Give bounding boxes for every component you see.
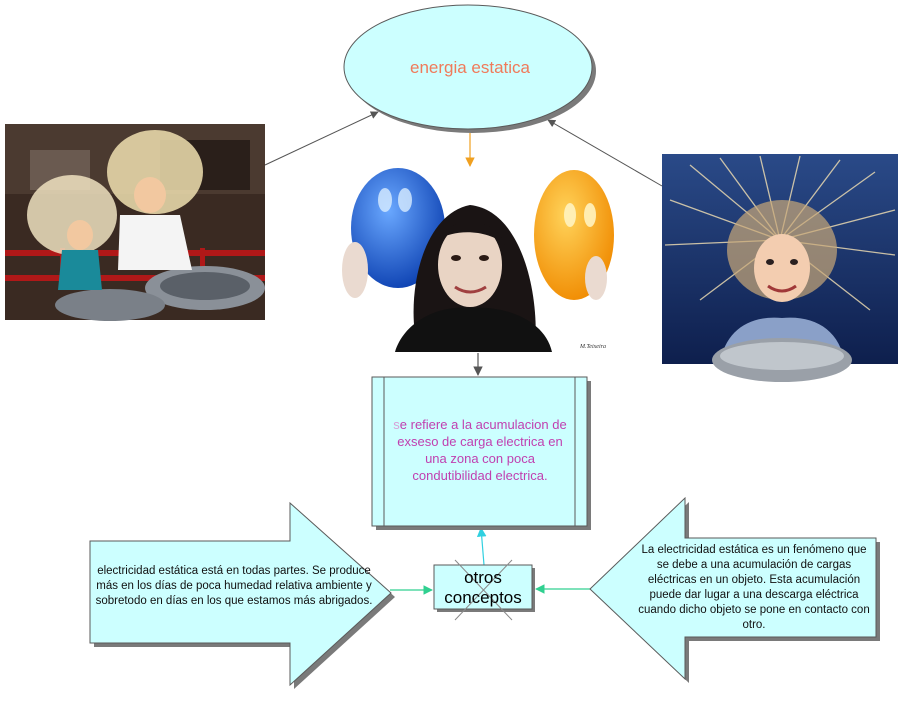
center-node[interactable] bbox=[433, 564, 533, 610]
center-text: otros conceptos bbox=[444, 568, 522, 607]
definition-first-letter: s bbox=[393, 417, 400, 432]
photo-kids-static-hair bbox=[5, 124, 265, 321]
right-arrow-node[interactable] bbox=[589, 496, 877, 681]
title-text: energia estatica bbox=[409, 58, 531, 77]
right-arrow-text: La electricidad estática es un fenómeno … bbox=[638, 544, 870, 631]
center-node-cross-b bbox=[454, 559, 513, 621]
connector-right-photo-to-title bbox=[547, 119, 663, 187]
definition-label: se refiere a la acumulacion de exseso de… bbox=[390, 405, 570, 495]
center-label: otros conceptos bbox=[434, 566, 532, 610]
center-photo-signature: M.Teixeira bbox=[579, 344, 606, 350]
photo-girl-plasma-ball bbox=[662, 154, 898, 382]
right-arrow-label: La electricidad estática es un fenómeno … bbox=[638, 542, 870, 634]
left-arrow-node[interactable] bbox=[89, 501, 392, 687]
connector-center-to-definition bbox=[476, 527, 487, 566]
left-arrow-label: electricidad estática está en todas part… bbox=[94, 546, 374, 626]
title-label: energia estatica bbox=[345, 48, 595, 88]
definition-paragraph: se refiere a la acumulacion de exseso de… bbox=[390, 416, 570, 484]
definition-text: e refiere a la acumulacion de exseso de … bbox=[397, 417, 567, 483]
photo-girl-balloons: M.Teixeira bbox=[338, 168, 614, 353]
left-arrow-text: electricidad estática está en todas part… bbox=[95, 564, 373, 607]
definition-node[interactable] bbox=[371, 376, 588, 527]
title-node[interactable] bbox=[343, 4, 593, 130]
connector-left-photo-to-title bbox=[264, 111, 379, 166]
